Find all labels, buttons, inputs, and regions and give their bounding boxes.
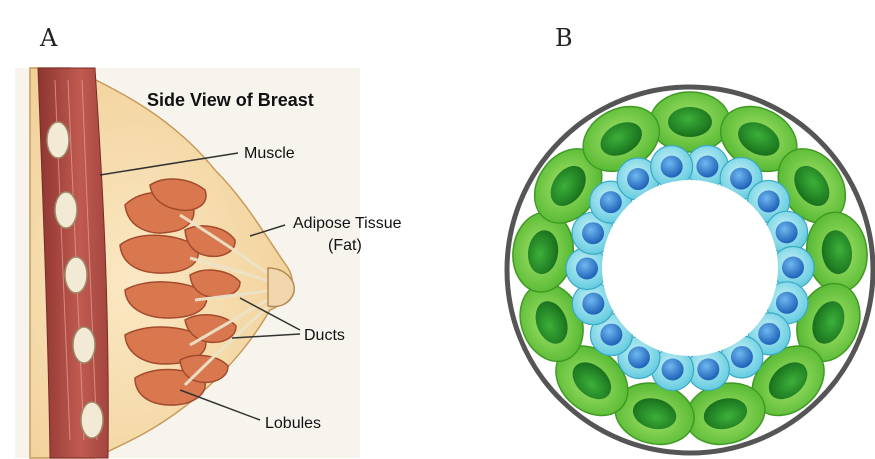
luminal-nucleus — [697, 358, 719, 380]
luminal-nucleus — [730, 168, 752, 190]
myoepithelial-nucleus — [668, 107, 712, 137]
luminal-nucleus — [628, 346, 650, 368]
luminal-nucleus — [661, 156, 683, 178]
luminal-nucleus — [782, 257, 804, 279]
luminal-nucleus — [627, 168, 649, 190]
luminal-nucleus — [758, 323, 780, 345]
luminal-nucleus — [576, 257, 598, 279]
luminal-nucleus — [582, 222, 604, 244]
luminal-nucleus — [600, 324, 622, 346]
luminal-nucleus — [758, 190, 780, 212]
luminal-nucleus — [731, 346, 753, 368]
myoepithelial-cell — [650, 92, 730, 152]
luminal-nucleus — [662, 359, 684, 381]
lumen — [602, 180, 778, 356]
luminal-nucleus — [582, 293, 604, 315]
luminal-nucleus — [696, 155, 718, 177]
luminal-nucleus — [776, 221, 798, 243]
luminal-nucleus — [776, 292, 798, 314]
luminal-nucleus — [600, 191, 622, 213]
